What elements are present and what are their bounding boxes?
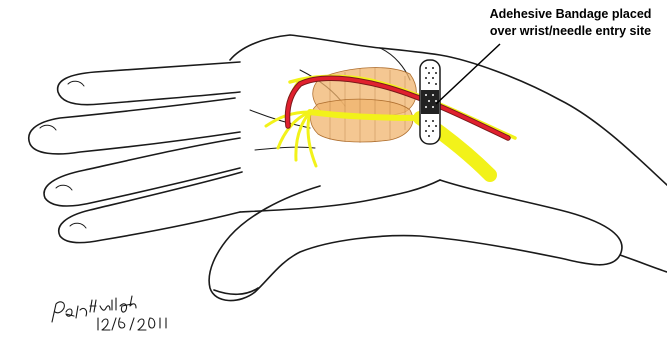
bandage-annotation: Adehesive Bandage placed over wrist/need… — [478, 6, 663, 40]
annotation-pointer — [436, 44, 500, 104]
adhesive-bandage — [420, 60, 440, 144]
annotation-line-1: Adehesive Bandage placed — [478, 6, 663, 23]
handwritten-signature — [52, 296, 166, 330]
annotation-line-2: over wrist/needle entry site — [478, 23, 663, 40]
